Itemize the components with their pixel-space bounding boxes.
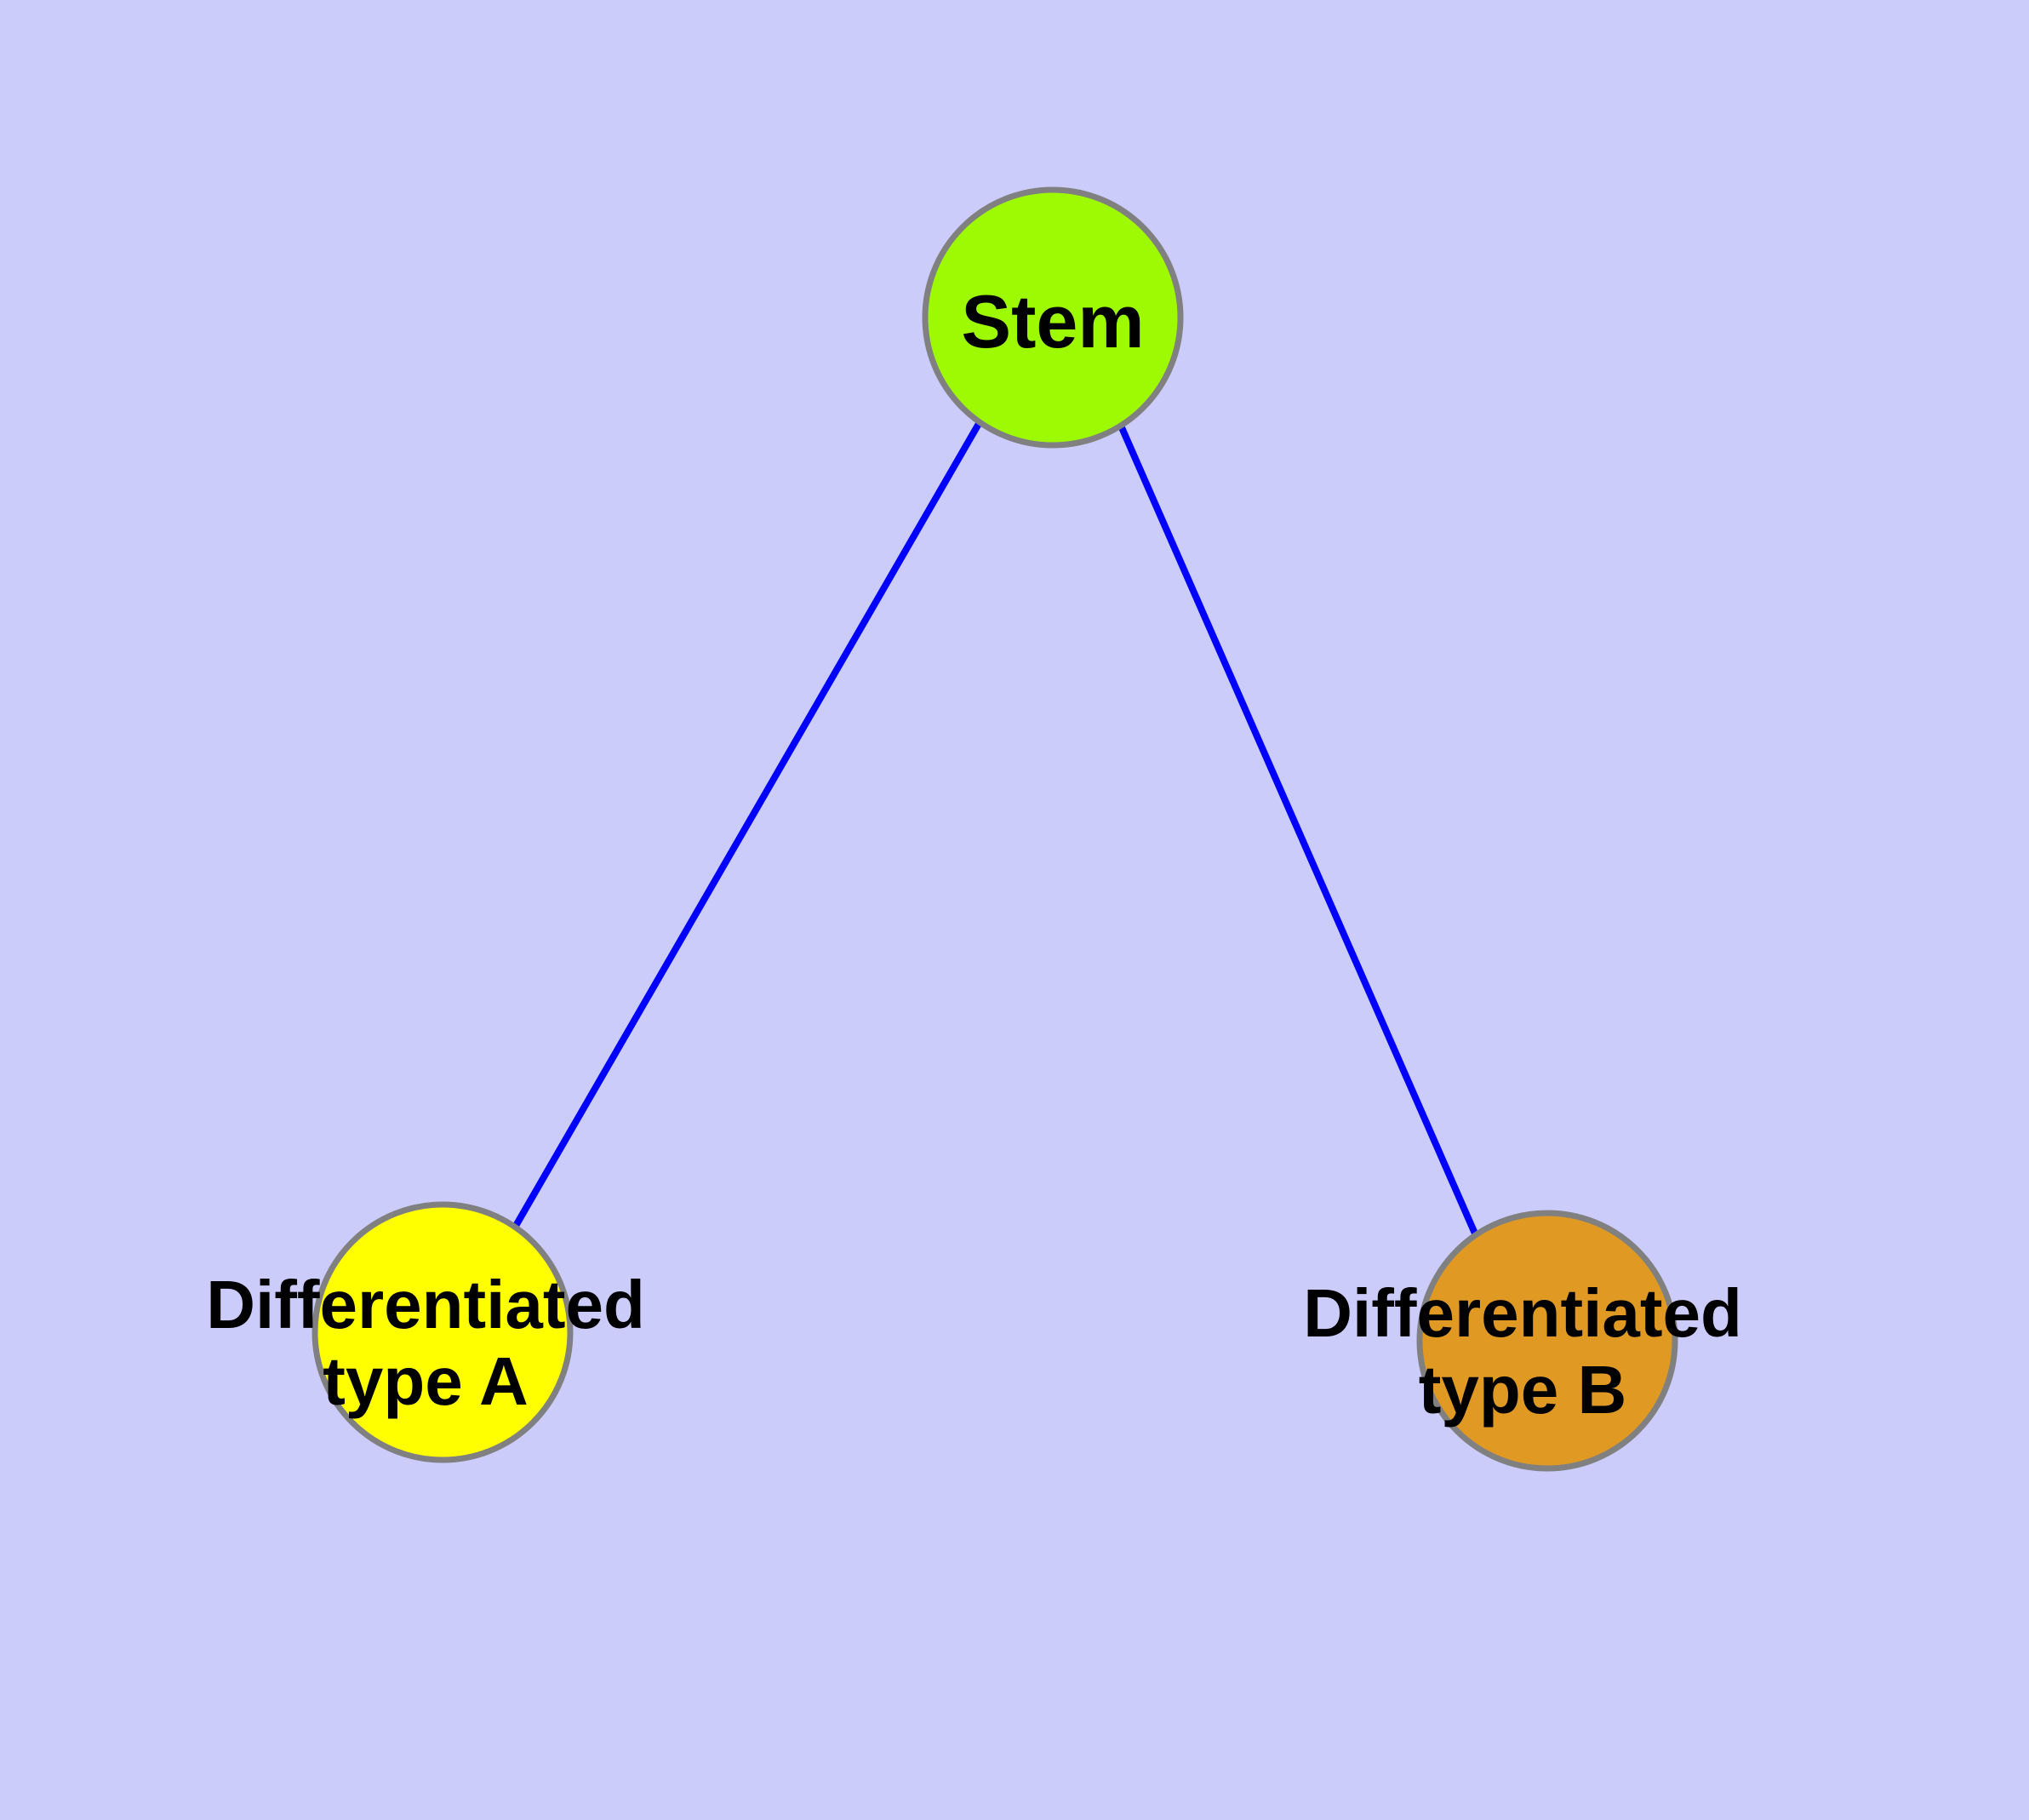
node-diff-b[interactable] (1416, 1210, 1678, 1472)
node-label-line: Stem (961, 279, 1144, 363)
node-label-line: type B (1419, 1352, 1627, 1428)
node-diff-a[interactable] (311, 1201, 574, 1463)
node-label-line: Differentiated (206, 1267, 645, 1342)
node-label-stem: Stem (961, 279, 1144, 363)
node-label-line: type A (323, 1343, 529, 1419)
nodes-group (311, 186, 1678, 1472)
edge-stem-to-diff-a[interactable] (512, 421, 983, 1228)
node-label-line: Differentiated (1303, 1275, 1742, 1351)
edge-stem-to-diff-b[interactable] (1117, 424, 1478, 1235)
node-stem[interactable] (922, 186, 1184, 449)
edges-group (512, 421, 1478, 1235)
